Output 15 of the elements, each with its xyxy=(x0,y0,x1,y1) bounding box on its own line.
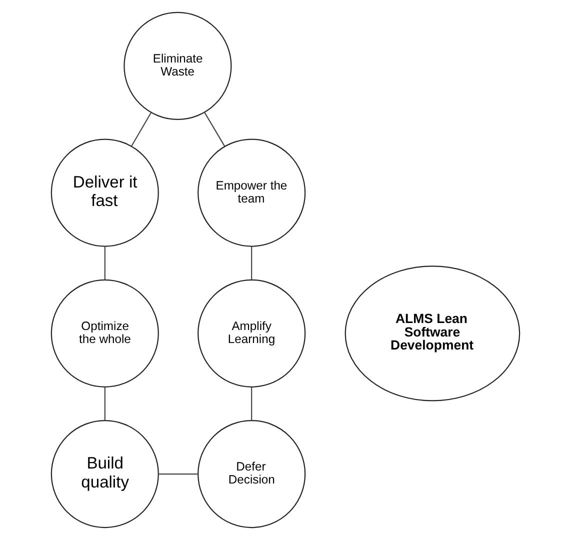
connector xyxy=(250,387,252,420)
node-circle: Optimize the whole xyxy=(50,279,158,388)
node-circle: Defer Decision xyxy=(197,420,306,528)
node-circle: Amplify Learning xyxy=(197,279,306,388)
node-ellipse: ALMS Lean Software Development xyxy=(344,266,520,402)
connector xyxy=(130,112,151,146)
node-circle: Deliver it fast xyxy=(50,138,158,247)
connector xyxy=(104,387,105,420)
connector xyxy=(158,473,198,475)
connector xyxy=(250,246,252,280)
node-circle: Eliminate Waste xyxy=(123,12,232,120)
connector xyxy=(104,246,105,280)
node-circle: Build quality xyxy=(50,420,158,528)
connector xyxy=(204,112,225,146)
node-circle: Empower the team xyxy=(197,138,306,247)
